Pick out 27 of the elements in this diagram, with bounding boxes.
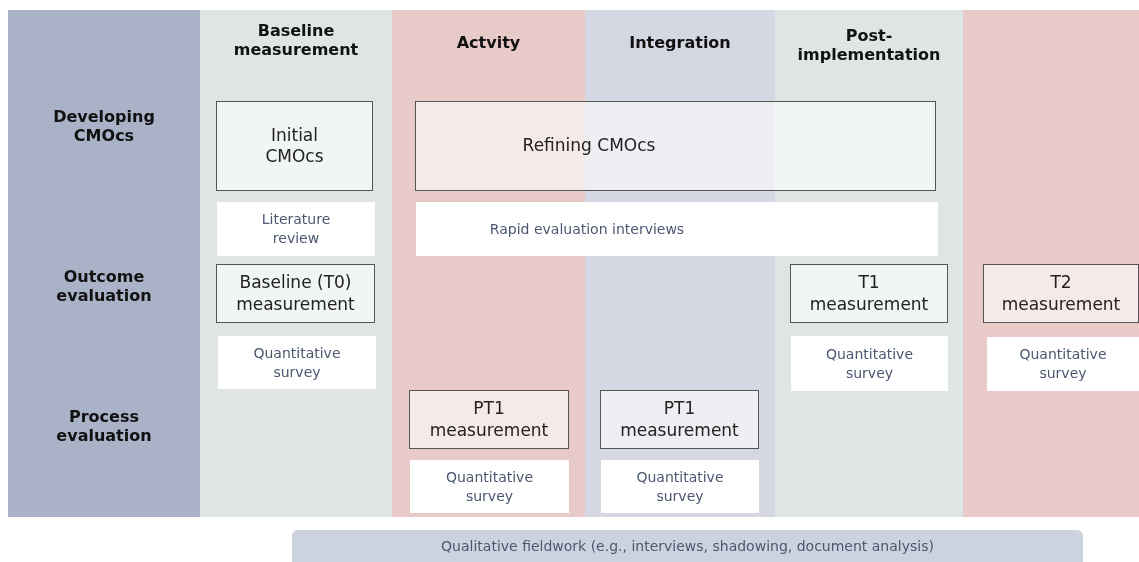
column-heading: Actvity (455, 33, 522, 53)
process-box: T2 measurement (983, 264, 1139, 323)
method-card: Quantitative survey (791, 336, 948, 391)
column-heading: Baseline measurement (232, 21, 360, 60)
process-box: Initial CMOcs (216, 101, 373, 191)
method-card: Quantitative survey (218, 336, 376, 389)
column-heading: Integration (628, 33, 732, 53)
row-header-band (8, 10, 200, 517)
process-box: PT1 measurement (600, 390, 759, 449)
row-label: Process evaluation (55, 407, 153, 446)
phase-column (963, 10, 1139, 517)
method-card: Literature review (217, 202, 375, 256)
method-card: Quantitative survey (410, 460, 569, 513)
process-box: PT1 measurement (409, 390, 569, 449)
row-label: Developing CMOcs (52, 107, 156, 146)
method-card: Rapid evaluation interviews (416, 202, 938, 256)
fieldwork-label: Qualitative fieldwork (e.g., interviews, shadowing, document analysis) (440, 538, 935, 554)
process-box: Baseline (T0) measurement (216, 264, 375, 323)
method-card: Quantitative survey (987, 337, 1139, 391)
process-box: T1 measurement (790, 264, 948, 323)
row-label: Outcome evaluation (55, 267, 153, 306)
phase-column (200, 10, 392, 517)
column-heading: Post-implementation (796, 26, 942, 65)
process-box: Refining CMOcs (415, 101, 936, 191)
phase-column (775, 10, 963, 517)
method-card: Quantitative survey (601, 460, 759, 513)
fieldwork-band (292, 530, 1083, 562)
